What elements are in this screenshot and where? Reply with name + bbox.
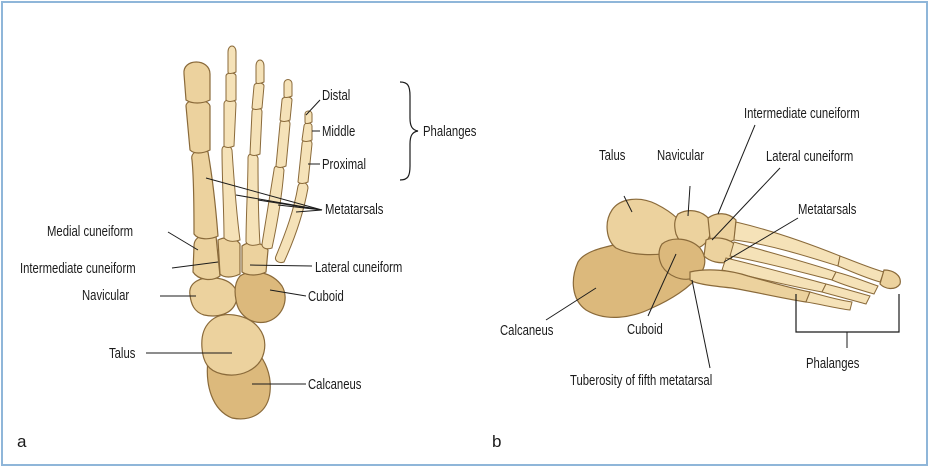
medial-cuneiform-bone-a <box>193 234 220 279</box>
panel-letter-a: a <box>17 432 27 451</box>
label-metatarsals-a: Metatarsals <box>325 201 384 218</box>
label-lateral-cuneiform-a: Lateral cuneiform <box>315 259 402 276</box>
label-middle-a: Middle <box>322 123 355 140</box>
label-navicular-b: Navicular <box>657 147 705 164</box>
label-calcaneus-b: Calcaneus <box>500 322 554 339</box>
proximal-phalanx-3-a <box>250 108 262 156</box>
label-navicular-a: Navicular <box>82 287 130 304</box>
label-metatarsals-b: Metatarsals <box>798 201 857 218</box>
navicular-bone-a <box>190 278 237 316</box>
proximal-phalanx-5-a <box>298 140 312 184</box>
label-phalanges-a: Phalanges <box>423 123 477 140</box>
label-calcaneus-a: Calcaneus <box>308 376 362 393</box>
label-phalanges-b: Phalanges <box>806 355 860 372</box>
cuboid-bone-a <box>235 272 285 323</box>
middle-phalanx-3-a <box>252 83 264 110</box>
proximal-phalanx-2-a <box>224 100 236 148</box>
intermediate-cuneiform-bone-a <box>218 238 240 277</box>
metatarsal-1-a <box>192 150 218 238</box>
label-intermediate-cuneiform-a: Intermediate cuneiform <box>20 260 136 277</box>
label-distal-a: Distal <box>322 87 350 104</box>
distal-phalanx-2-a <box>228 46 236 74</box>
proximal-phalanx-1-a <box>186 100 210 153</box>
label-cuboid-a: Cuboid <box>308 288 344 305</box>
metatarsal-2-a <box>222 146 240 242</box>
talus-bone-a <box>202 315 265 375</box>
distal-phalanx-1-a <box>184 62 210 103</box>
foot-dorsal-view <box>184 46 312 419</box>
label-cuboid-b: Cuboid <box>627 321 663 338</box>
phalanx-1-distal-b <box>880 270 900 289</box>
label-talus-a: Talus <box>109 345 136 362</box>
label-lateral-cuneiform-b: Lateral cuneiform <box>766 148 853 165</box>
label-intermediate-cuneiform-b: Intermediate cuneiform <box>744 105 860 122</box>
label-talus-b: Talus <box>599 147 626 164</box>
middle-phalanx-4-a <box>280 97 292 122</box>
label-medial-cuneiform-a: Medial cuneiform <box>47 223 133 240</box>
distal-phalanx-4-a <box>284 80 292 98</box>
metatarsal-3-a <box>246 154 260 246</box>
label-tuberosity-b: Tuberosity of fifth metatarsal <box>570 372 712 389</box>
middle-phalanx-2-a <box>226 73 236 102</box>
panel-letter-b: b <box>492 432 501 451</box>
middle-phalanx-5-a <box>302 123 312 142</box>
metatarsal-4-a <box>262 166 284 249</box>
proximal-phalanx-4-a <box>276 120 290 168</box>
distal-phalanx-3-a <box>256 60 264 84</box>
label-proximal-a: Proximal <box>322 156 366 173</box>
